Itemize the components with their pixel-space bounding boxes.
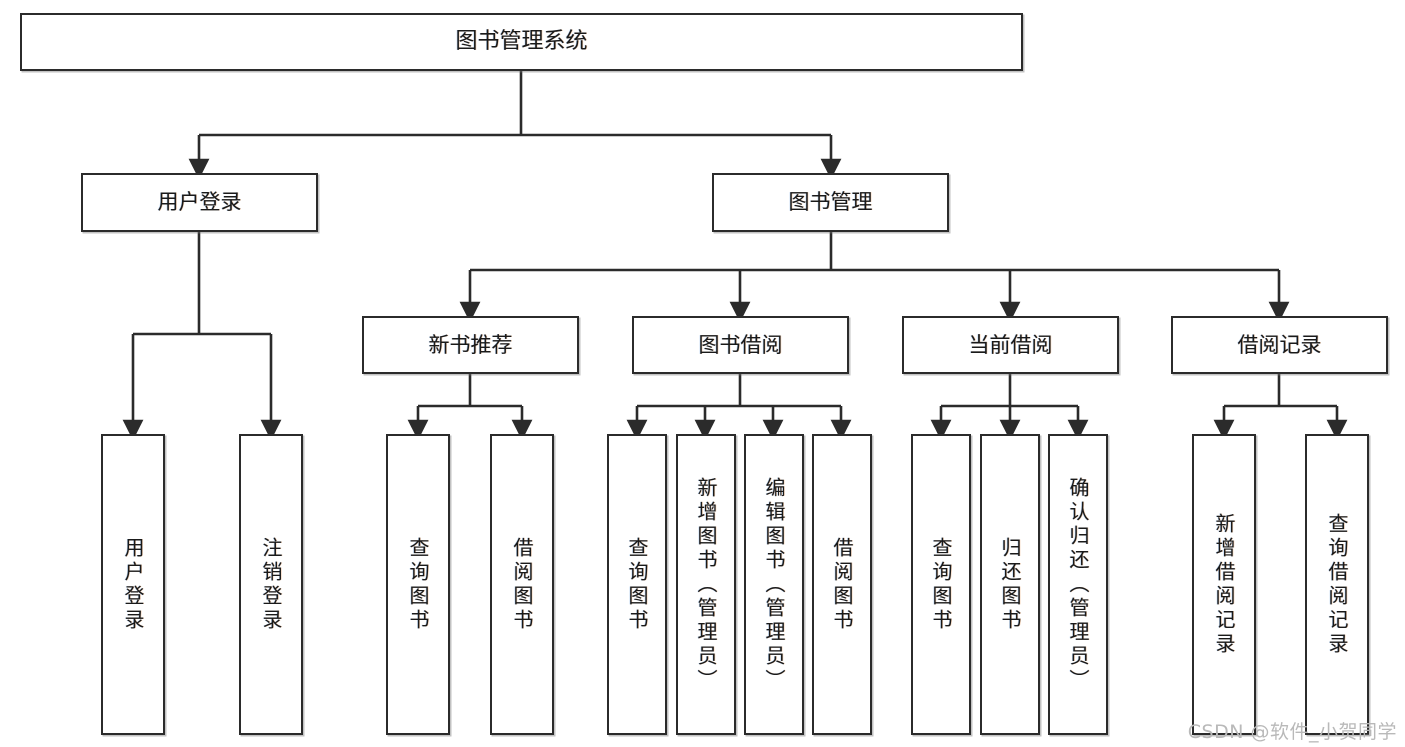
leaf-return-book[interactable]: 归还图书 <box>980 434 1040 735</box>
node-book-management[interactable]: 图书管理 <box>712 173 949 232</box>
node-label: 新书推荐 <box>428 332 513 357</box>
leaf-query-book-1[interactable]: 查询图书 <box>386 434 450 735</box>
leaf-query-borrow-record[interactable]: 查询借阅记录 <box>1305 434 1369 735</box>
node-label: 归还图书 <box>998 536 1022 633</box>
node-label: 当前借阅 <box>968 332 1053 357</box>
node-label: 用户登录 <box>121 536 145 633</box>
node-label: 注销登录 <box>259 536 283 633</box>
node-book-borrow[interactable]: 图书借阅 <box>632 316 849 374</box>
leaf-add-book[interactable]: 新增图书（管理员） <box>676 434 736 735</box>
node-user-login[interactable]: 用户登录 <box>81 173 318 232</box>
node-label: 查询图书 <box>625 536 649 633</box>
node-current-borrow[interactable]: 当前借阅 <box>902 316 1119 374</box>
node-borrow-record[interactable]: 借阅记录 <box>1171 316 1388 374</box>
node-label: 新增借阅记录 <box>1212 512 1236 657</box>
node-label: 借阅图书 <box>510 536 534 633</box>
leaf-user-login[interactable]: 用户登录 <box>101 434 165 735</box>
node-label: 借阅记录 <box>1237 332 1322 357</box>
node-label: 查询图书 <box>929 536 953 633</box>
node-label: 编辑图书（管理员） <box>762 476 786 693</box>
node-label: 查询图书 <box>406 536 430 633</box>
node-new-book-recommend[interactable]: 新书推荐 <box>362 316 579 374</box>
node-label: 确认归还（管理员） <box>1066 476 1090 693</box>
node-label: 用户登录 <box>157 190 242 215</box>
leaf-add-borrow-record[interactable]: 新增借阅记录 <box>1192 434 1256 735</box>
node-label: 图书管理 <box>788 190 873 215</box>
leaf-borrow-book-1[interactable]: 借阅图书 <box>490 434 554 735</box>
node-label: 查询借阅记录 <box>1325 512 1349 657</box>
node-label: 图书管理系统 <box>455 29 588 55</box>
node-label: 借阅图书 <box>830 536 854 633</box>
leaf-query-book-3[interactable]: 查询图书 <box>911 434 971 735</box>
node-label: 图书借阅 <box>698 332 783 357</box>
leaf-borrow-book-2[interactable]: 借阅图书 <box>812 434 872 735</box>
csdn-watermark: CSDN @软件_小贺同学 <box>1187 721 1397 743</box>
leaf-edit-book[interactable]: 编辑图书（管理员） <box>744 434 804 735</box>
leaf-query-book-2[interactable]: 查询图书 <box>607 434 667 735</box>
node-root-book-management-system[interactable]: 图书管理系统 <box>20 13 1023 71</box>
leaf-confirm-return[interactable]: 确认归还（管理员） <box>1048 434 1108 735</box>
node-label: 新增图书（管理员） <box>694 476 718 693</box>
leaf-logout-login[interactable]: 注销登录 <box>239 434 303 735</box>
